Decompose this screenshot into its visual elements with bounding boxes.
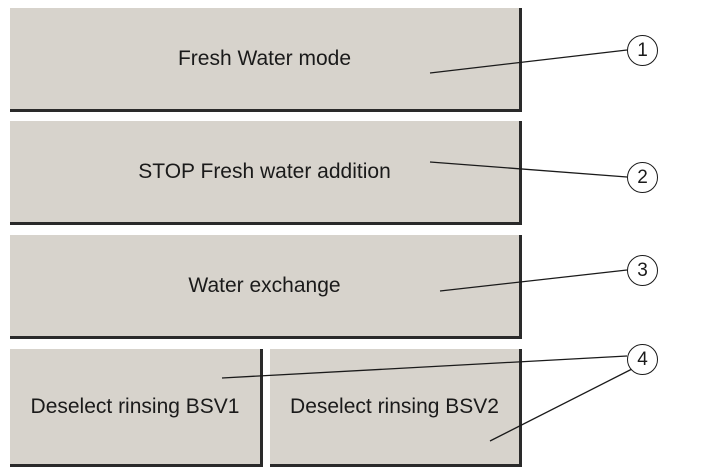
stop-fresh-water-addition-button[interactable]: STOP Fresh water addition — [10, 121, 522, 225]
callout-3: 3 — [627, 255, 658, 286]
deselect-rinsing-bsv1-label: Deselect rinsing BSV1 — [30, 394, 240, 418]
stop-fresh-water-addition-label: STOP Fresh water addition — [138, 159, 391, 183]
callout-4: 4 — [627, 344, 658, 375]
water-exchange-button[interactable]: Water exchange — [10, 235, 522, 339]
deselect-rinsing-bsv1-button[interactable]: Deselect rinsing BSV1 — [10, 349, 263, 467]
callout-1: 1 — [627, 35, 658, 66]
callout-2: 2 — [627, 162, 658, 193]
water-exchange-label: Water exchange — [188, 273, 341, 297]
fresh-water-mode-button[interactable]: Fresh Water mode — [10, 8, 522, 112]
deselect-rinsing-bsv2-label: Deselect rinsing BSV2 — [290, 394, 499, 418]
deselect-rinsing-bsv2-button[interactable]: Deselect rinsing BSV2 — [270, 349, 522, 467]
fresh-water-mode-label: Fresh Water mode — [177, 46, 352, 70]
